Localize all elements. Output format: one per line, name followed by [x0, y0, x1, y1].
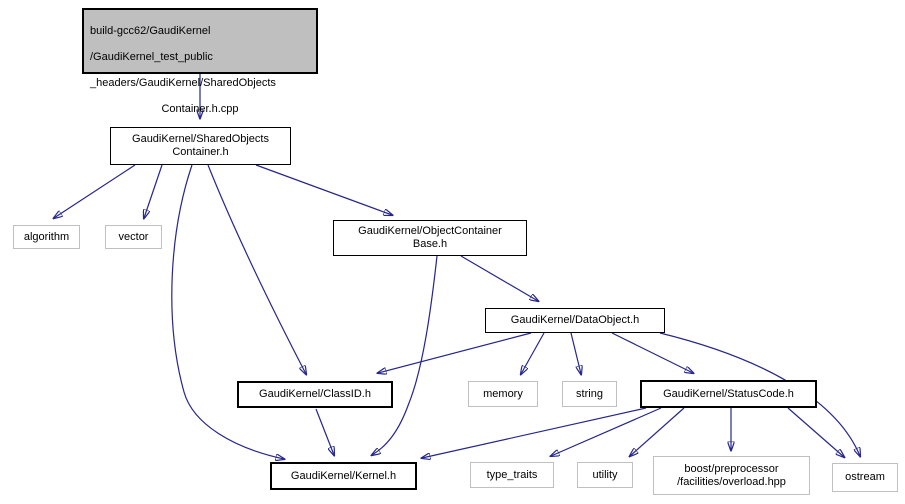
edge-shared-objects-container-to-object-container-base: [255, 164, 392, 215]
node-kernel-label: GaudiKernel/Kernel.h: [290, 469, 397, 482]
node-memory-label: memory: [483, 387, 523, 400]
node-utility: utility: [577, 462, 633, 488]
edge-status-code-to-utility: [630, 407, 685, 456]
edge-status-code-to-ostream: [787, 407, 844, 457]
edge-data-object-to-status-code: [611, 332, 693, 373]
node-status-code[interactable]: GaudiKernel/StatusCode.h: [640, 380, 817, 408]
node-object-container-base-label: GaudiKernel/ObjectContainer Base.h: [358, 225, 502, 250]
edge-status-code-to-kernel: [422, 407, 647, 458]
node-algorithm-label: algorithm: [23, 230, 70, 243]
node-vector-label: vector: [118, 230, 149, 243]
node-algorithm: algorithm: [13, 225, 80, 249]
edge-shared-objects-container-to-class-id: [207, 164, 306, 374]
node-string: string: [562, 381, 617, 407]
node-string-label: string: [576, 387, 603, 400]
node-utility-label: utility: [592, 468, 618, 481]
edge-shared-objects-container-to-vector: [144, 164, 163, 218]
node-main-source: build-gcc62/GaudiKernel /GaudiKernel_tes…: [82, 8, 318, 115]
node-shared-objects-container[interactable]: GaudiKernel/SharedObjects Container.h: [110, 127, 291, 165]
node-main-source-line-2: /GaudiKernel_test_public: [90, 51, 213, 63]
node-data-object[interactable]: GaudiKernel/DataObject.h: [485, 308, 665, 333]
edge-class-id-to-kernel: [315, 408, 334, 455]
node-boost-overload: boost/preprocessor /facilities/overload.…: [653, 456, 810, 495]
node-ostream-label: ostream: [845, 471, 885, 483]
node-class-id[interactable]: GaudiKernel/ClassID.h: [237, 381, 393, 408]
node-shared-objects-container-label: GaudiKernel/SharedObjects Container.h: [132, 133, 269, 158]
node-ostream: ostream: [832, 463, 898, 492]
node-vector: vector: [105, 225, 162, 249]
node-memory: memory: [468, 381, 538, 407]
edge-status-code-to-type-traits: [551, 407, 662, 456]
edge-object-container-base-to-kernel: [372, 255, 438, 455]
edge-data-object-to-class-id: [378, 332, 532, 373]
node-main-source-line-1: build-gcc62/GaudiKernel: [90, 25, 211, 37]
edge-data-object-to-string: [570, 332, 581, 374]
node-object-container-base[interactable]: GaudiKernel/ObjectContainer Base.h: [333, 220, 527, 256]
node-type-traits-label: type_traits: [486, 468, 538, 481]
node-main-source-line-4: Container.h.cpp: [161, 103, 239, 115]
edge-data-object-to-memory: [521, 332, 545, 374]
node-boost-overload-label: boost/preprocessor /facilities/overload.…: [677, 462, 786, 488]
node-class-id-label: GaudiKernel/ClassID.h: [259, 388, 371, 400]
node-data-object-label: GaudiKernel/DataObject.h: [510, 314, 640, 326]
node-type-traits: type_traits: [470, 462, 554, 488]
edge-object-container-base-to-data-object: [460, 255, 538, 301]
node-main-source-line-3: _headers/GaudiKernel/SharedObjects: [90, 77, 276, 89]
node-status-code-label: GaudiKernel/StatusCode.h: [663, 387, 794, 400]
node-kernel[interactable]: GaudiKernel/Kernel.h: [270, 462, 417, 490]
edge-shared-objects-container-to-algorithm: [54, 164, 136, 218]
edge-shared-objects-container-to-kernel: [171, 164, 284, 459]
